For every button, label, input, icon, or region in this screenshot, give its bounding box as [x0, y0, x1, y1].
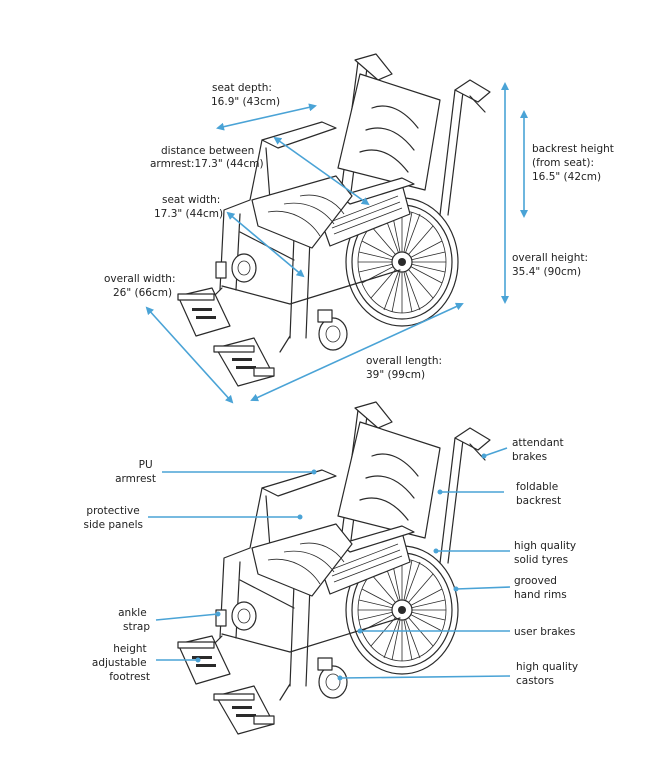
seat-depth-label: seat depth: 16.9" (43cm) — [211, 82, 280, 108]
seat-width-label: seat width: 17.3" (44cm) — [154, 194, 224, 220]
castors-label: high quality castors — [516, 661, 582, 687]
feature-leader-lines — [148, 447, 511, 681]
ankle-strap-label: ankle strap — [118, 607, 150, 633]
feature-labels: PU armrest protective side panels ankle … — [84, 437, 582, 687]
overall-height-label: overall height: 35.4" (90cm) — [512, 252, 591, 278]
side-panels-label: protective side panels — [84, 505, 143, 531]
footrest-label: height adjustable footrest — [92, 643, 150, 683]
hand-rims-label: grooved hand rims — [514, 575, 567, 601]
overall-length-label: overall length: 39" (99cm) — [366, 355, 445, 381]
foldable-backrest-label: foldable backrest — [516, 481, 562, 507]
user-brakes-label: user brakes — [514, 626, 575, 638]
wheelchair-bottom-illustration — [177, 401, 491, 735]
solid-tyres-label: high quality solid tyres — [514, 540, 580, 566]
dimension-arrows — [145, 82, 528, 404]
overall-width-label: overall width: 26" (66cm) — [104, 273, 179, 299]
armrest-distance-label: distance between armrest:17.3" (44cm) — [150, 145, 264, 170]
pu-armrest-label: PU armrest — [115, 459, 156, 485]
dimension-labels: seat depth: 16.9" (43cm) distance betwee… — [104, 82, 617, 381]
backrest-height-label: backrest height (from seat): 16.5" (42cm… — [532, 143, 617, 183]
attendant-brakes-label: attendant brakes — [512, 437, 567, 463]
